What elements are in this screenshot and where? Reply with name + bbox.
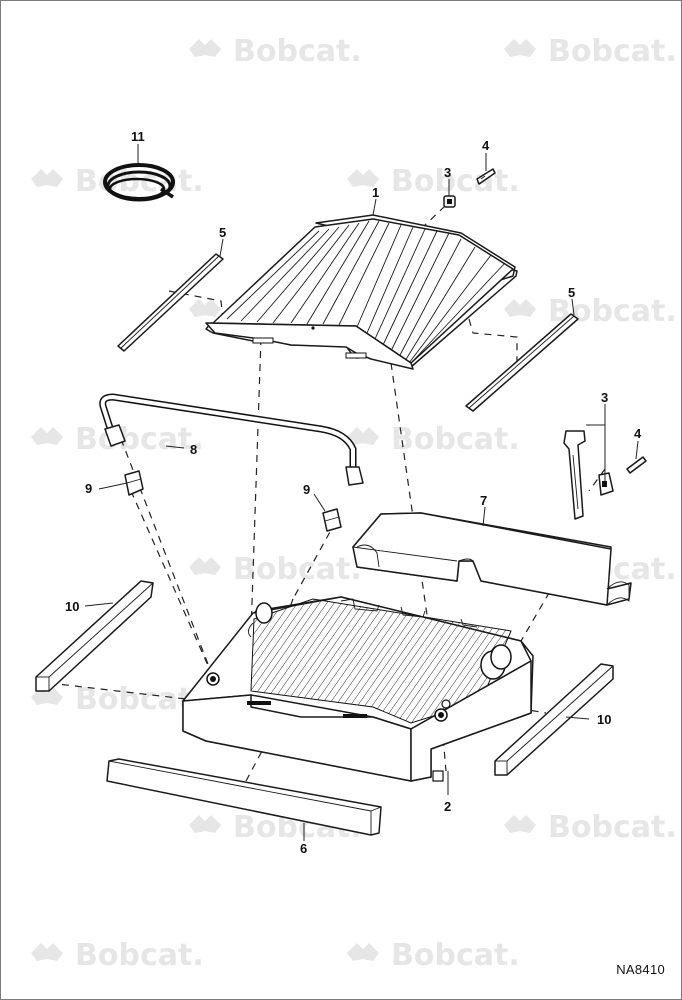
callout-6: 6 [300,841,307,856]
callout-3-right: 3 [601,390,608,405]
part-9-fitting-left [124,470,144,496]
callout-5-left: 5 [219,225,226,240]
part-3-latch-bracket [598,472,614,496]
watermark: Bobcat. [347,422,520,457]
watermark: Bobcat. [31,422,204,457]
callout-10-left: 10 [65,599,79,614]
svg-text:Bobcat.: Bobcat. [548,810,677,845]
part-4-bolt-top [476,168,496,185]
part-11-hose-coil [103,163,175,202]
callout-9-right: 9 [303,482,310,497]
drawing-code: NA8410 [616,962,665,977]
svg-text:Bobcat.: Bobcat. [233,34,362,69]
part-6-seal-bottom [106,758,382,836]
svg-text:Bobcat.: Bobcat. [391,422,520,457]
part-1-grille-screen [205,214,518,370]
part-10-seal-left [35,580,154,692]
part-5-seal-right [465,313,579,412]
watermark: Bobcat. [189,34,362,69]
part-9-fitting-right [322,508,342,532]
callout-10-right: 10 [597,712,611,727]
part-2-radiator [182,596,534,782]
callout-9-left: 9 [85,481,92,496]
svg-text:Bobcat.: Bobcat. [548,34,677,69]
svg-text:Bobcat.: Bobcat. [75,164,204,199]
callout-3-top: 3 [444,165,451,180]
watermark: Bobcat. [347,938,520,973]
svg-text:Bobcat.: Bobcat. [391,164,520,199]
part-3-clip-top [443,195,456,208]
callouts: 11 1 4 3 5 5 3 4 8 9 9 7 10 10 2 6 [65,129,642,856]
callout-7: 7 [480,493,487,508]
watermark: Bobcat. [504,810,677,845]
part-4-bolt-right [626,456,647,474]
callout-5-right: 5 [568,285,575,300]
part-3-latch [563,430,586,520]
part-5-seal-left [117,253,224,352]
callout-11: 11 [131,129,145,144]
svg-text:Bobcat.: Bobcat. [75,422,204,457]
svg-text:Bobcat.: Bobcat. [233,552,362,587]
watermark: Bobcat. [31,682,204,717]
watermark: Bobcat. [347,164,520,199]
callout-4-top: 4 [482,138,490,153]
svg-text:Bobcat.: Bobcat. [391,938,520,973]
svg-text:Bobcat.: Bobcat. [75,938,204,973]
callout-2: 2 [444,799,451,814]
callout-8: 8 [190,442,197,457]
part-10-seal-right [494,663,614,776]
part-7-baffle [352,512,632,606]
callout-4-right: 4 [634,426,642,441]
watermark: Bobcat. [504,294,677,329]
watermark: Bobcat. [31,938,204,973]
callout-1: 1 [372,185,379,200]
leader-lines [84,144,639,841]
watermark: Bobcat. [504,34,677,69]
part-8-tube [99,393,364,486]
watermark: Bobcat. [189,552,362,587]
watermark: Bobcat. [31,164,204,199]
